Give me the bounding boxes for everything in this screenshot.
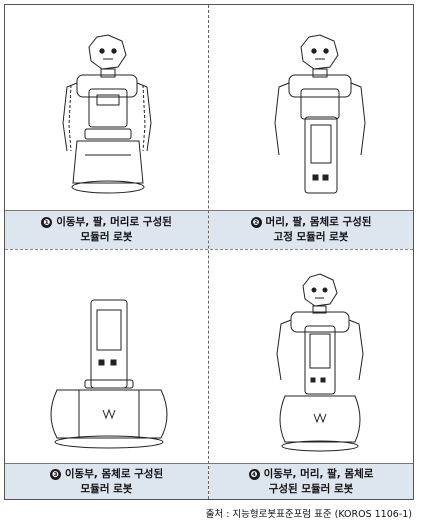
source-citation: 출처 : 지능형로봇표준포럼 표준 (KOROS 1106-1) — [205, 509, 412, 520]
panel-4-caption-line1: 이동부, 머리, 팔, 몸체로 — [263, 467, 374, 480]
panel-2-caption-line1: 머리, 팔, 몸체로 구성된 — [265, 216, 372, 228]
robot-full-modular-drawing — [276, 273, 364, 452]
panel-3-image — [5, 250, 208, 463]
panel-1-caption-line1: 이동부, 팔, 머리로 구성된 — [56, 216, 172, 228]
robot-head-arms-body-drawing — [274, 34, 366, 194]
panel-4-number: ❹ — [248, 468, 260, 480]
robot-head-arms-mobility-drawing — [62, 34, 152, 194]
panel-2-image — [209, 5, 413, 210]
panel-1-image — [5, 5, 208, 210]
panel-3-caption-line2: 모듈러 로봇 — [80, 482, 133, 495]
panel-4-image — [209, 250, 413, 463]
panel-3-caption-line1: 이동부, 몸체로 구성된 — [64, 467, 164, 480]
panel-1-caption-line2: 모듈러 로봇 — [80, 231, 133, 243]
panel-1-number: ❶ — [41, 217, 53, 228]
column-divider — [208, 5, 209, 499]
panel-4-caption-line2: 구성된 모듈러 로봇 — [268, 482, 354, 495]
panel-2-number: ❷ — [250, 217, 262, 228]
robot-mobility-body-drawing — [50, 299, 168, 449]
panel-3-number: ❸ — [49, 468, 61, 480]
panel-2-caption-line2: 고정 모듈러 로봇 — [273, 231, 349, 243]
